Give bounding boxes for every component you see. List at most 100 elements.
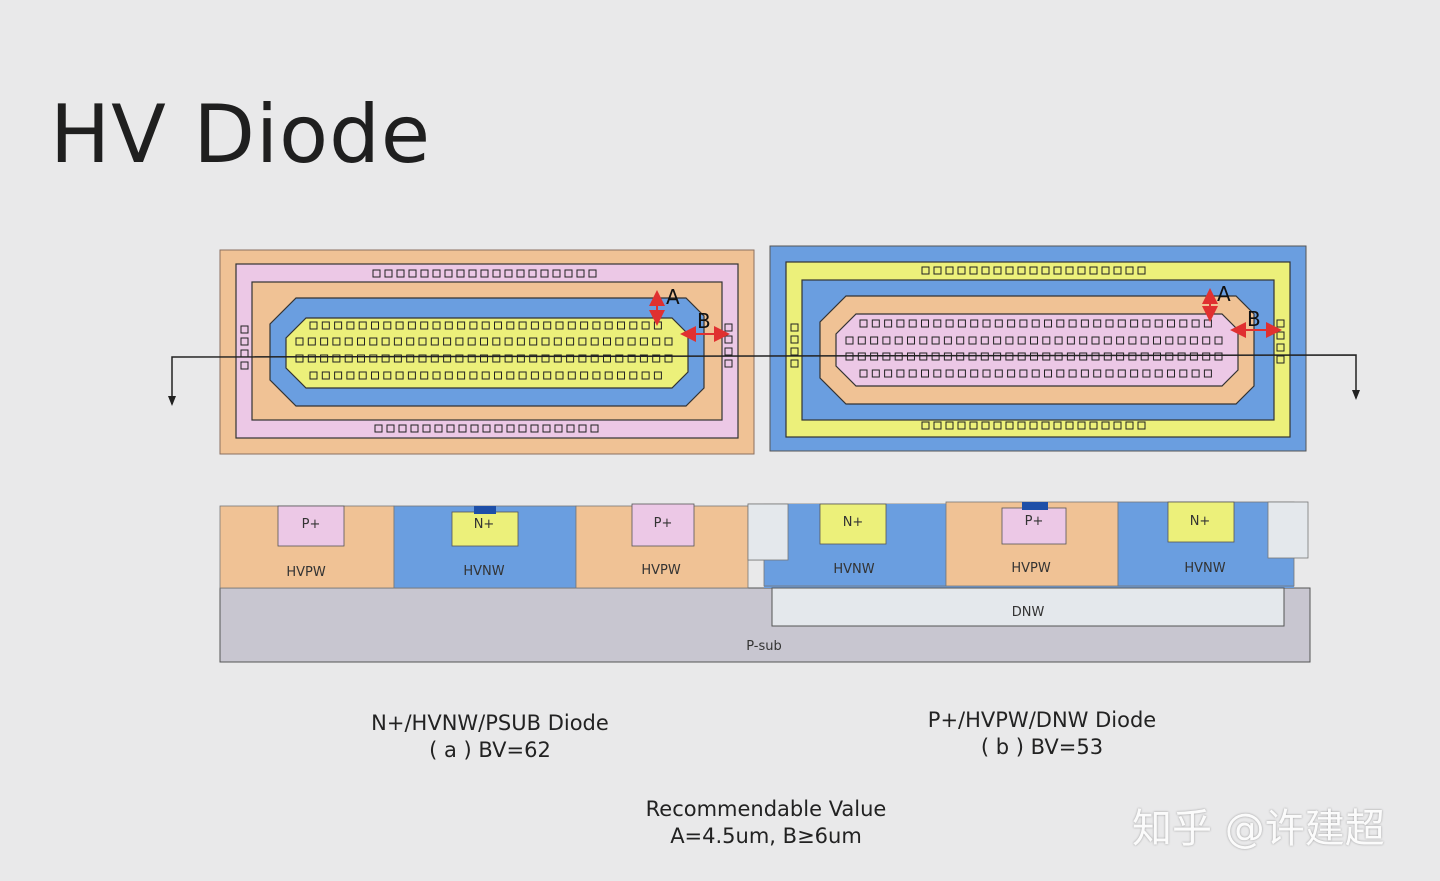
- contact-square: [432, 269, 441, 278]
- contact-square: [1089, 266, 1098, 275]
- contact-square: [1165, 336, 1174, 345]
- contact-square: [639, 354, 648, 363]
- contact-square: [578, 354, 587, 363]
- contact-square: [1167, 369, 1175, 378]
- contact-square: [443, 337, 452, 346]
- contact-square: [518, 424, 527, 433]
- contact-square: [1179, 319, 1188, 328]
- contact-square: [455, 354, 464, 363]
- contact-square: [492, 337, 501, 346]
- contact-square: [921, 319, 929, 328]
- contact-square: [555, 371, 564, 380]
- contact-square: [1031, 319, 1040, 328]
- contact-square: [1140, 352, 1149, 361]
- contact-square: [444, 321, 453, 330]
- contact-square: [894, 336, 903, 345]
- contact-square: [1079, 336, 1088, 345]
- contact-square: [1130, 369, 1139, 378]
- contact-square: [1214, 336, 1223, 345]
- contact-square: [443, 354, 452, 363]
- cross-section: P-sub DNW P+ N+ P+ N+ P+ N+ HVPW HVNW: [219, 501, 1311, 663]
- contact-square: [1093, 319, 1102, 328]
- contact-square: [956, 352, 965, 361]
- contact-square: [381, 354, 390, 363]
- contact-square: [957, 369, 966, 378]
- contact-square: [871, 319, 880, 328]
- contact-square: [970, 369, 979, 378]
- contact-square: [321, 321, 330, 330]
- contact-square: [1030, 352, 1038, 361]
- contact-square: [882, 336, 891, 345]
- contact-square: [1137, 421, 1146, 430]
- layout-a-label-B: B: [697, 309, 711, 333]
- contact-square: [1029, 266, 1038, 275]
- contact-square: [408, 269, 417, 278]
- contact-square: [369, 337, 378, 346]
- contact-square: [580, 371, 589, 380]
- contact-square: [528, 269, 537, 278]
- contact-label-4: N+: [843, 515, 864, 530]
- contact-square: [1093, 369, 1102, 378]
- contact-square: [494, 371, 502, 380]
- contact-square: [420, 269, 429, 278]
- contact-square: [592, 321, 601, 330]
- contact-square: [933, 421, 942, 430]
- contact-square: [432, 371, 441, 380]
- well-label-4: HVNW: [833, 562, 874, 577]
- contact-square: [458, 424, 467, 433]
- contact-square: [590, 354, 599, 363]
- contact-square: [455, 337, 464, 346]
- contact-square: [492, 354, 501, 363]
- contact-square: [919, 336, 928, 345]
- contact-square: [357, 337, 365, 346]
- contact-square: [627, 337, 636, 346]
- contact-square: [956, 336, 965, 345]
- contact-square: [446, 424, 455, 433]
- dnw-label: DNW: [1012, 605, 1045, 620]
- contact-square: [469, 321, 478, 330]
- contact-square: [943, 352, 952, 361]
- contact-square: [969, 266, 978, 275]
- contact-square: [629, 321, 638, 330]
- layout-a-nplus: [285, 317, 689, 389]
- caption-a-title: N+/HVNW/PSUB Diode: [371, 711, 609, 735]
- contact-square: [1017, 336, 1026, 345]
- contact-square: [1202, 336, 1211, 345]
- contact-square: [320, 337, 329, 346]
- contact-square: [543, 321, 552, 330]
- contact-square: [664, 354, 673, 363]
- contact-square: [1053, 421, 1062, 430]
- contact-square: [456, 269, 465, 278]
- contact-square: [592, 371, 601, 380]
- contact-square: [1116, 352, 1125, 361]
- contact-square: [434, 424, 443, 433]
- contact-square: [481, 321, 490, 330]
- contact-square: [1142, 319, 1151, 328]
- contact-square: [1079, 352, 1088, 361]
- contact-square: [566, 354, 575, 363]
- contact-square: [506, 371, 515, 380]
- contact-square: [386, 424, 395, 433]
- isolation-2: [1267, 501, 1309, 559]
- contact-square: [896, 319, 905, 328]
- contact-square: [859, 319, 868, 328]
- contact-square: [970, 319, 979, 328]
- contact-square: [1165, 352, 1174, 361]
- contact-square: [933, 319, 942, 328]
- contact-square: [1130, 319, 1139, 328]
- contact-square: [506, 424, 515, 433]
- contact-square: [1053, 266, 1062, 275]
- contact-square: [516, 337, 525, 346]
- contact-square: [857, 336, 866, 345]
- contact-square: [1116, 336, 1125, 345]
- contact-square: [969, 421, 978, 430]
- contact-square: [982, 319, 991, 328]
- contact-square: [480, 269, 489, 278]
- contact-square: [790, 347, 799, 356]
- contact-square: [1042, 336, 1051, 345]
- contact-square: [1179, 369, 1188, 378]
- contact-square: [1105, 319, 1114, 328]
- cut-arrow-left: [168, 396, 176, 406]
- contact-square: [307, 354, 316, 363]
- contact-square: [1177, 352, 1186, 361]
